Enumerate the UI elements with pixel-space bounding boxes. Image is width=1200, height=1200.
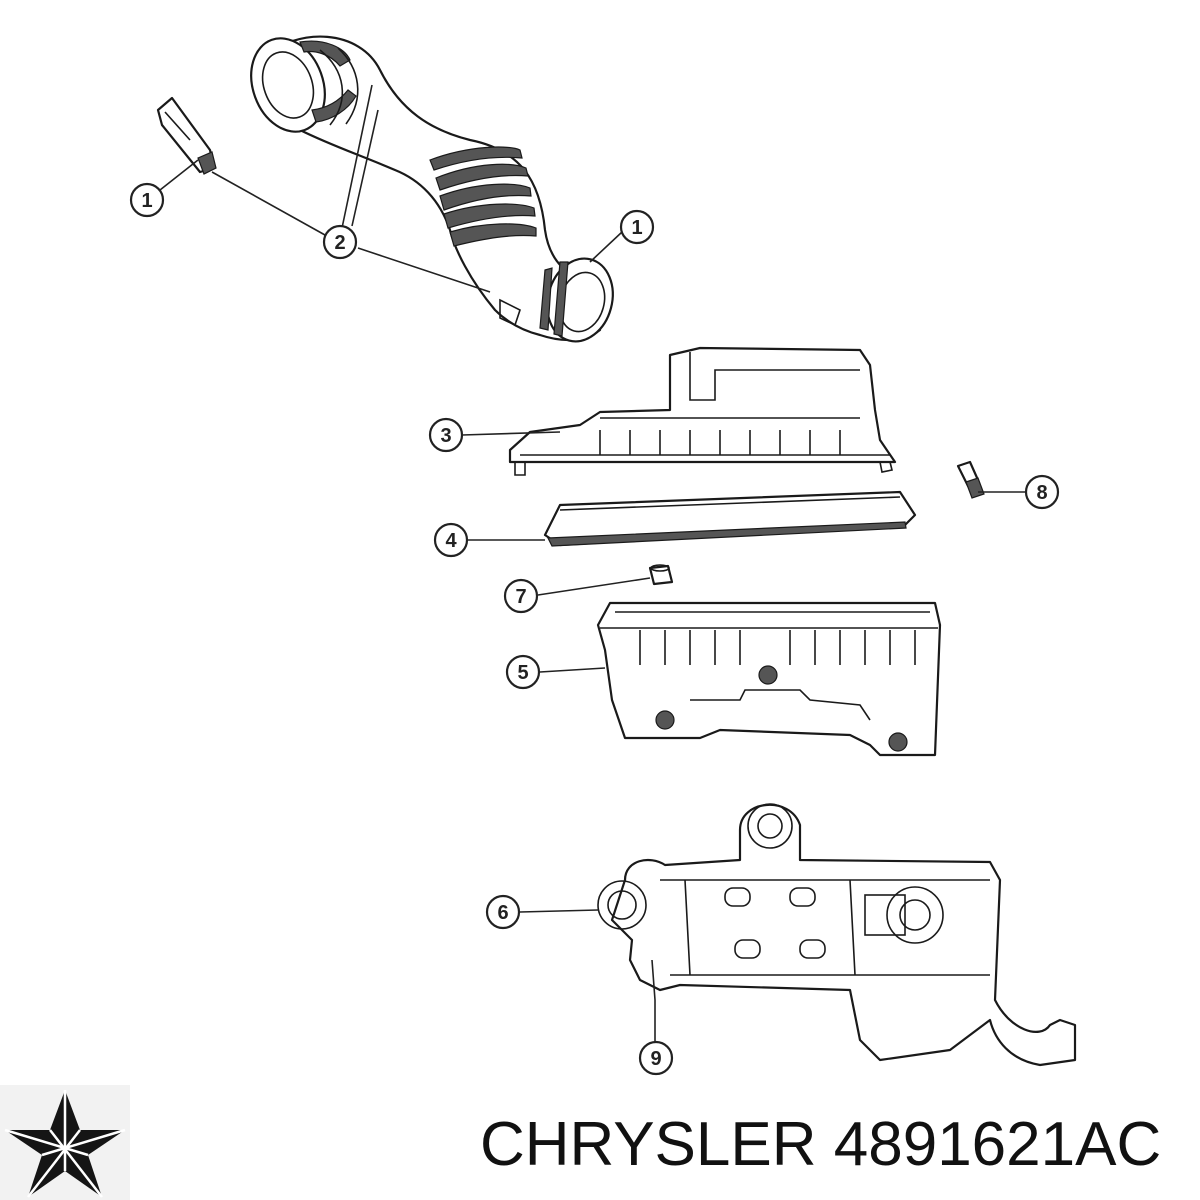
callout-6-bracket: 6: [485, 894, 521, 930]
callout-label: 6: [497, 902, 508, 924]
mounting-bracket: [597, 803, 1077, 1067]
intake-hose: [250, 35, 614, 343]
callout-label: 2: [334, 232, 345, 254]
callout-label: 7: [515, 586, 526, 608]
callout-2-hose: 2: [322, 224, 358, 260]
chrysler-pentastar-icon: [0, 1085, 130, 1200]
air-cleaner-lower-housing: [596, 601, 942, 757]
air-cleaner-upper-housing: [508, 346, 897, 476]
temperature-sensor: [956, 460, 985, 499]
callout-label: 3: [440, 425, 451, 447]
brand-part-number-caption: CHRYSLER 4891621AC: [480, 1110, 1162, 1179]
hose-corrugation: [429, 146, 537, 247]
callout-label: 4: [445, 530, 457, 552]
hose-clamp: [156, 96, 217, 175]
callout-label: 5: [517, 662, 528, 684]
callout-9: 9: [638, 1040, 674, 1076]
callout-3-upper-housing: 3: [428, 417, 464, 453]
leader-lines: [159, 84, 1025, 1042]
callout-7-nut: 7: [503, 578, 539, 614]
air-filter-element: [543, 490, 917, 547]
callout-1-clamp-lower: 1: [619, 209, 655, 245]
callout-8-sensor: 8: [1024, 474, 1060, 510]
callout-label: 8: [1036, 482, 1047, 504]
grommet-nut: [648, 564, 674, 586]
callout-4-filter: 4: [433, 522, 469, 558]
callout-label: 9: [650, 1048, 661, 1070]
callout-label: 1: [631, 217, 642, 239]
callout-label: 1: [141, 190, 152, 212]
callout-1-clamp: 1: [129, 182, 165, 218]
callout-5-lower-housing: 5: [505, 654, 541, 690]
